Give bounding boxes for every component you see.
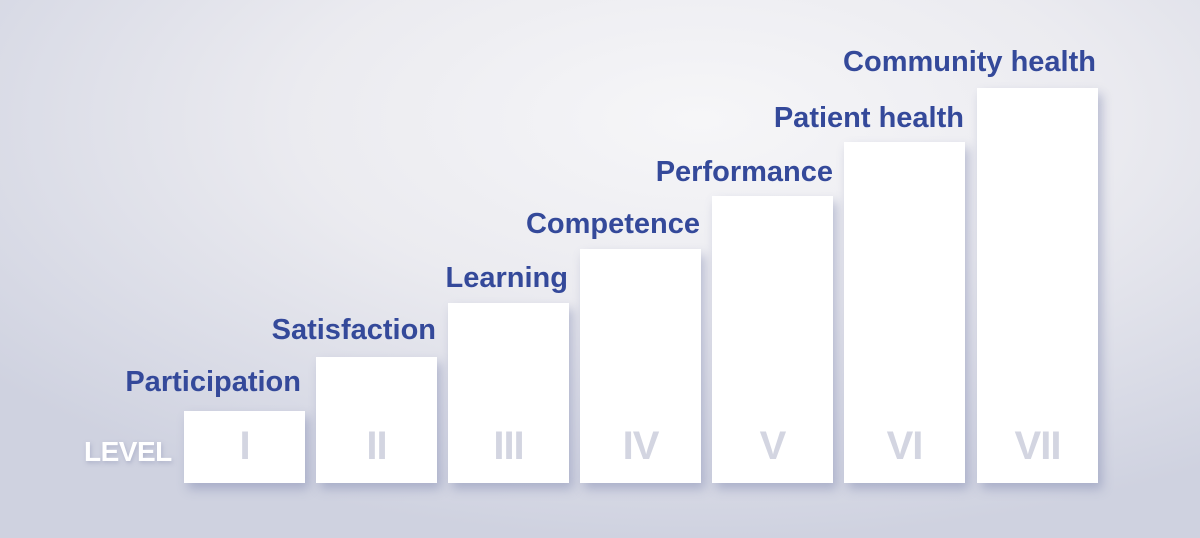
level-3-bar: III <box>448 303 569 483</box>
level-6-numeral: VI <box>886 424 924 468</box>
level-1-bar: I <box>184 411 305 483</box>
level-2-numeral: II <box>366 424 387 468</box>
level-1-label: Participation <box>125 366 301 398</box>
level-1-numeral: I <box>239 424 250 468</box>
level-4-label: Competence <box>525 208 700 240</box>
level-2-label: Satisfaction <box>271 314 436 346</box>
level-7-bar: VII <box>977 88 1098 483</box>
level-4-bar: IV <box>580 249 701 483</box>
level-5-bar: V <box>712 196 833 483</box>
level-5-numeral: V <box>759 424 787 468</box>
level-3-numeral: III <box>493 424 524 468</box>
level-6-bar: VI <box>844 142 965 483</box>
level-3-label: Learning <box>445 262 568 294</box>
level-6-label: Patient health <box>773 102 964 134</box>
level-4-numeral: IV <box>622 424 660 468</box>
level-7-numeral: VII <box>1014 424 1062 468</box>
level-7-label: Community health <box>843 46 1096 78</box>
level-axis-label: LEVEL <box>84 436 172 467</box>
level-5-label: Performance <box>655 156 833 188</box>
level-2-bar: II <box>316 357 437 483</box>
